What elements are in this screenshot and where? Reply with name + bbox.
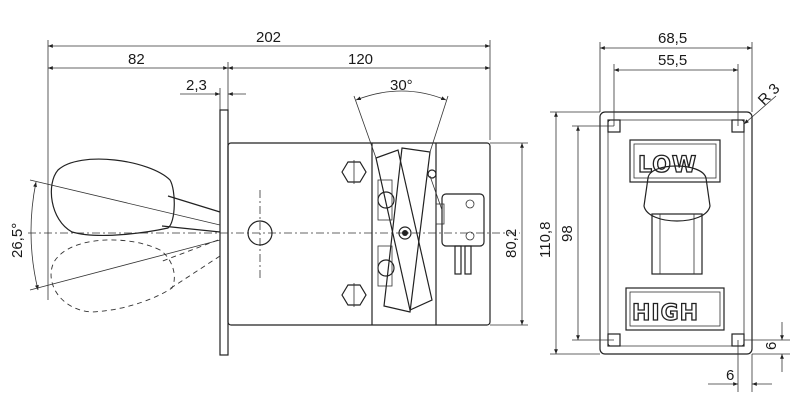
plate-width-label: 68,5 — [658, 30, 687, 47]
microswitch — [429, 175, 485, 275]
lever-mechanism — [375, 147, 437, 313]
mounting-flange — [219, 109, 229, 356]
hex-screw-bottom — [341, 283, 367, 307]
hole-spacing-v-label: 98 — [559, 225, 576, 242]
overall-length-label: 202 — [256, 29, 281, 46]
hole-spacing-h-label: 55,5 — [658, 52, 687, 69]
front-view: LOW HIGH 68,5 55,5 R 3 110,8 98 — [537, 30, 790, 392]
switch-body — [227, 142, 491, 326]
low-label: LOW — [638, 153, 697, 178]
handle-length-label: 82 — [128, 51, 145, 68]
low-label-plate — [629, 139, 721, 183]
handle-phantom — [50, 239, 221, 313]
body-length-label: 120 — [348, 51, 373, 68]
lever-knob — [643, 165, 711, 222]
edge-offset-y-label: 6 — [763, 342, 780, 350]
side-view: 26,5° 202 82 120 2,3 30° 80,2 — [9, 29, 528, 356]
high-label-plate — [625, 287, 725, 331]
edge-offset-x-label: 6 — [726, 367, 734, 384]
front-plate — [599, 111, 753, 355]
handle-solid — [50, 158, 221, 237]
flange-thickness-label: 2,3 — [186, 77, 207, 94]
hex-screw-top — [341, 160, 367, 184]
lever-slot — [651, 213, 703, 275]
handle-angle-label: 26,5° — [9, 223, 26, 258]
lever-angle-label: 30° — [390, 77, 413, 94]
high-label: HIGH — [632, 301, 699, 326]
plate-height-label: 110,8 — [537, 222, 554, 258]
corner-radius-label: R 3 — [755, 80, 784, 109]
body-height-label: 80,2 — [503, 229, 520, 258]
shaft-hole — [247, 220, 273, 246]
